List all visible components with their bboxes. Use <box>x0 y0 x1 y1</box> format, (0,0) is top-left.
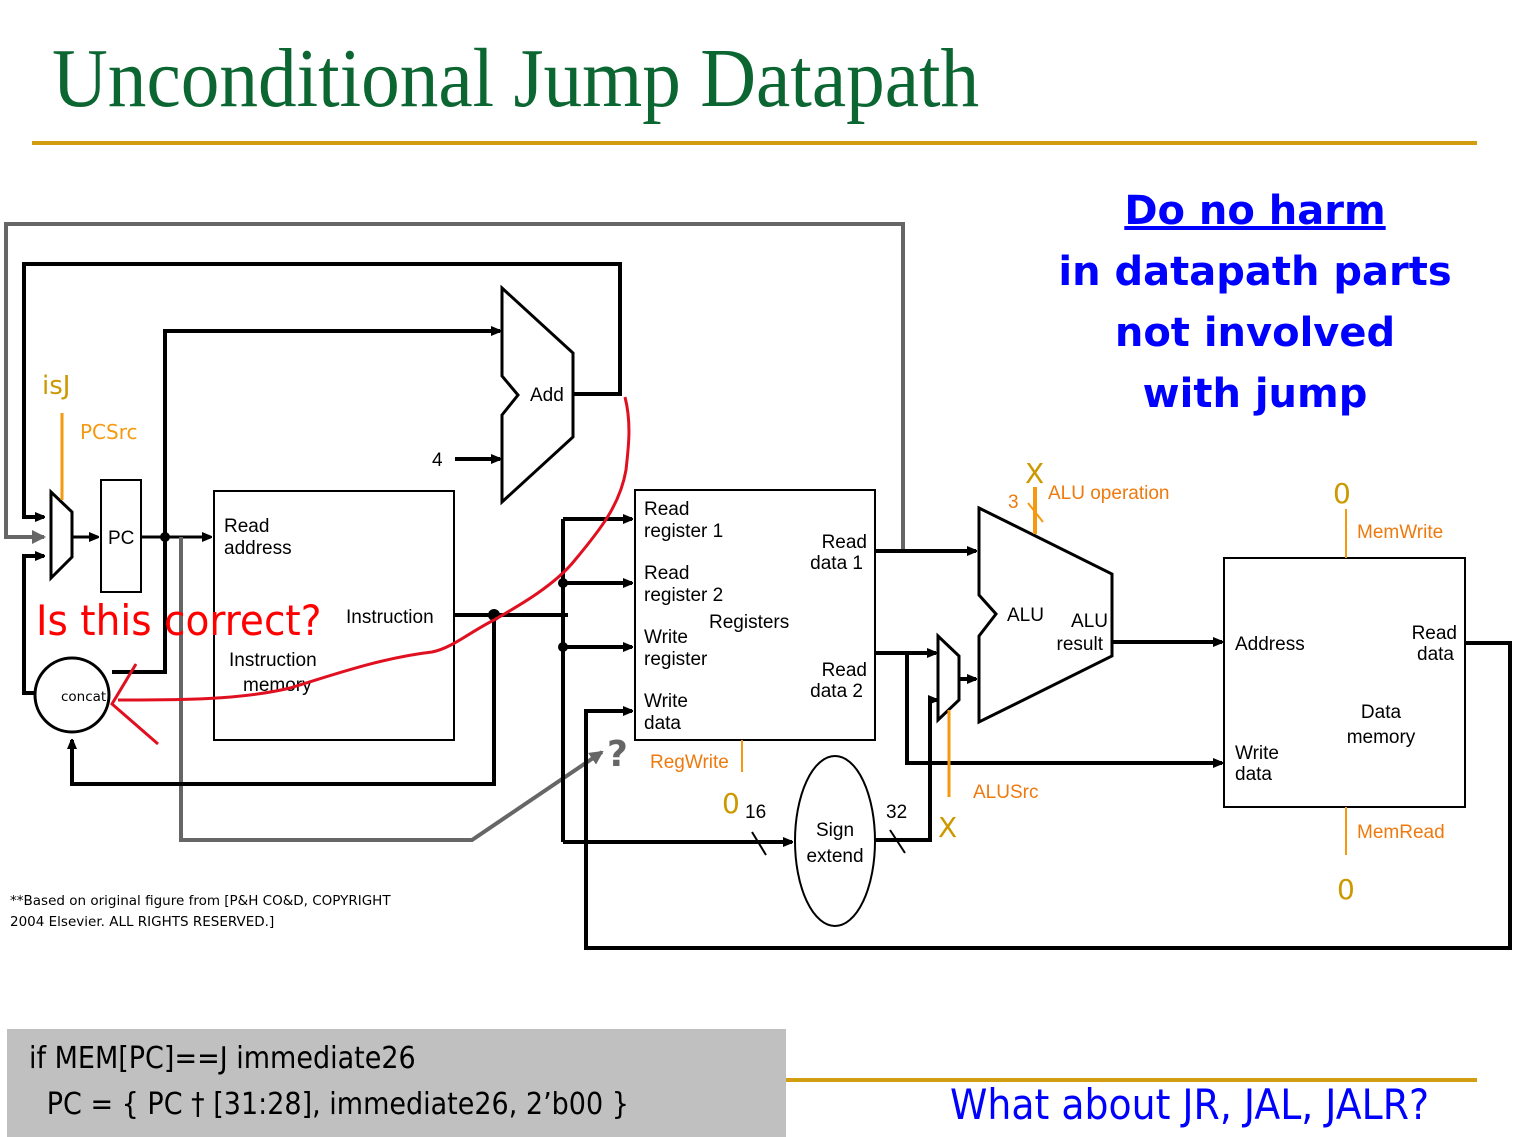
rf-write-reg-l1: Write <box>644 627 688 648</box>
memread-label: MemRead <box>1357 822 1445 843</box>
concat-to-mux-wire <box>22 556 44 695</box>
imem-read-address-l1: Read <box>224 516 269 537</box>
rf-read-data1-l1: Read <box>822 532 867 553</box>
annotation-red-arrowhead <box>110 663 159 746</box>
rf-read-data2-l2: data 2 <box>810 681 863 702</box>
imm32-wire <box>875 700 937 842</box>
rf-read-reg1-l2: register 1 <box>644 521 723 542</box>
rf-read-data2-l1: Read <box>822 660 867 681</box>
rf-write-data-l2: data <box>644 713 681 734</box>
pseudocode-box: if MEM[PC]==J immediate26 PC = { PC † [3… <box>7 1029 786 1137</box>
annotation-red-stroke <box>117 396 631 702</box>
dmem-read-data-l1: Read <box>1412 623 1457 644</box>
note-line-1: Do no harm <box>1124 188 1386 234</box>
imm-width-32: 32 <box>886 802 907 823</box>
pc-label: PC <box>108 528 134 549</box>
dmem-read-data-l2: data <box>1417 644 1454 665</box>
credit-line-1: **Based on original figure from [P&H CO&… <box>10 893 391 909</box>
imem-read-address-l2: address <box>224 538 292 559</box>
alusrc-label: ALUSrc <box>973 782 1038 803</box>
memwrite-label: MemWrite <box>1357 522 1443 543</box>
adder-label: Add <box>530 385 564 406</box>
slide-title: Unconditional Jump Datapath <box>52 32 980 125</box>
alu-op-width: 3 <box>1008 492 1019 513</box>
register-file <box>634 489 876 741</box>
memread-value: 0 <box>1337 873 1355 906</box>
figure-credit: **Based on original figure from [P&H CO&… <box>10 891 391 933</box>
pcsrc-label: PCSrc <box>80 420 138 444</box>
footer-question: What about JR, JAL, JALR? <box>950 1080 1430 1129</box>
alu-op-label: ALU operation <box>1048 483 1169 504</box>
pc-adder <box>500 284 575 506</box>
imm-width-16: 16 <box>745 802 766 823</box>
data-memory <box>1223 557 1466 808</box>
jump-return-wire <box>4 222 905 551</box>
pc-mux <box>49 488 74 582</box>
pc-register <box>100 479 142 593</box>
imem-instruction-port: Instruction <box>346 607 434 628</box>
dmem-write-data-l2: data <box>1235 764 1272 785</box>
width-slash-16 <box>751 831 767 856</box>
alu-op-width-slash <box>1027 502 1044 523</box>
alu-result-l2: result <box>1057 634 1104 655</box>
isj-control-value: isJ <box>42 371 70 401</box>
do-no-harm-note: Do no harm in datapath parts not involve… <box>1045 181 1465 425</box>
rf-read-data1-l2: data 1 <box>810 553 863 574</box>
note-line-4: with jump <box>1142 371 1368 417</box>
dmem-address: Address <box>1235 634 1305 655</box>
regwrite-value: 0 <box>722 787 740 820</box>
sign-extend-l2: extend <box>806 846 863 867</box>
pseudocode-line-1: if MEM[PC]==J immediate26 <box>29 1041 416 1076</box>
imem-name-l2: memory <box>243 675 312 696</box>
alusrc-value: X <box>938 811 957 844</box>
adder-const-4: 4 <box>432 450 443 471</box>
alu <box>977 505 1114 725</box>
rf-read-reg2-l1: Read <box>644 563 689 584</box>
rf-write-data-l1: Write <box>644 691 688 712</box>
rf-read-reg2-l2: register 2 <box>644 585 723 606</box>
dmem-name-l1: Data <box>1361 702 1402 723</box>
pc-to-adder-wire <box>163 331 500 537</box>
concat-label: concat <box>61 689 106 705</box>
alusrc-mux <box>936 632 961 724</box>
note-line-2: in datapath parts <box>1058 249 1452 295</box>
junction-rt <box>558 578 568 588</box>
alu-op-value: X <box>1025 457 1044 490</box>
alu-label: ALU <box>1007 605 1044 626</box>
pseudocode-line-2: PC = { PC † [31:28], immediate26, 2’b00 … <box>21 1087 629 1122</box>
rf-read-reg1-l1: Read <box>644 499 689 520</box>
alu-result-l1: ALU <box>1071 611 1108 632</box>
unknown-write-data-mark: ? <box>607 734 628 775</box>
rf-name: Registers <box>709 612 789 633</box>
width-slash-32 <box>889 829 906 854</box>
pc-plus4-feedback-wire <box>22 262 622 517</box>
credit-line-2: 2004 Elsevier. ALL RIGHTS RESERVED.] <box>10 914 275 930</box>
instruction-to-concat-wire <box>72 615 496 786</box>
rf-write-reg-l2: register <box>644 649 708 670</box>
dmem-write-data-l1: Write <box>1235 743 1279 764</box>
annotation-question: Is this correct? <box>36 596 322 645</box>
memory-writeback-wire <box>584 641 1512 950</box>
read-data2-to-mem-wire <box>905 653 1222 763</box>
note-line-3: not involved <box>1114 310 1396 356</box>
imem-name-l1: Instruction <box>229 650 317 671</box>
sign-extend-unit <box>794 755 876 927</box>
memwrite-value: 0 <box>1333 477 1351 510</box>
concat-unit <box>33 656 111 734</box>
sign-extend-l1: Sign <box>816 820 854 841</box>
title-divider <box>32 141 1477 145</box>
footer-divider <box>786 1078 1477 1082</box>
junction-rd <box>558 642 568 652</box>
regwrite-label: RegWrite <box>650 752 729 773</box>
pc-to-writedata-gray-wire <box>179 537 604 842</box>
dmem-name-l2: memory <box>1347 727 1416 748</box>
